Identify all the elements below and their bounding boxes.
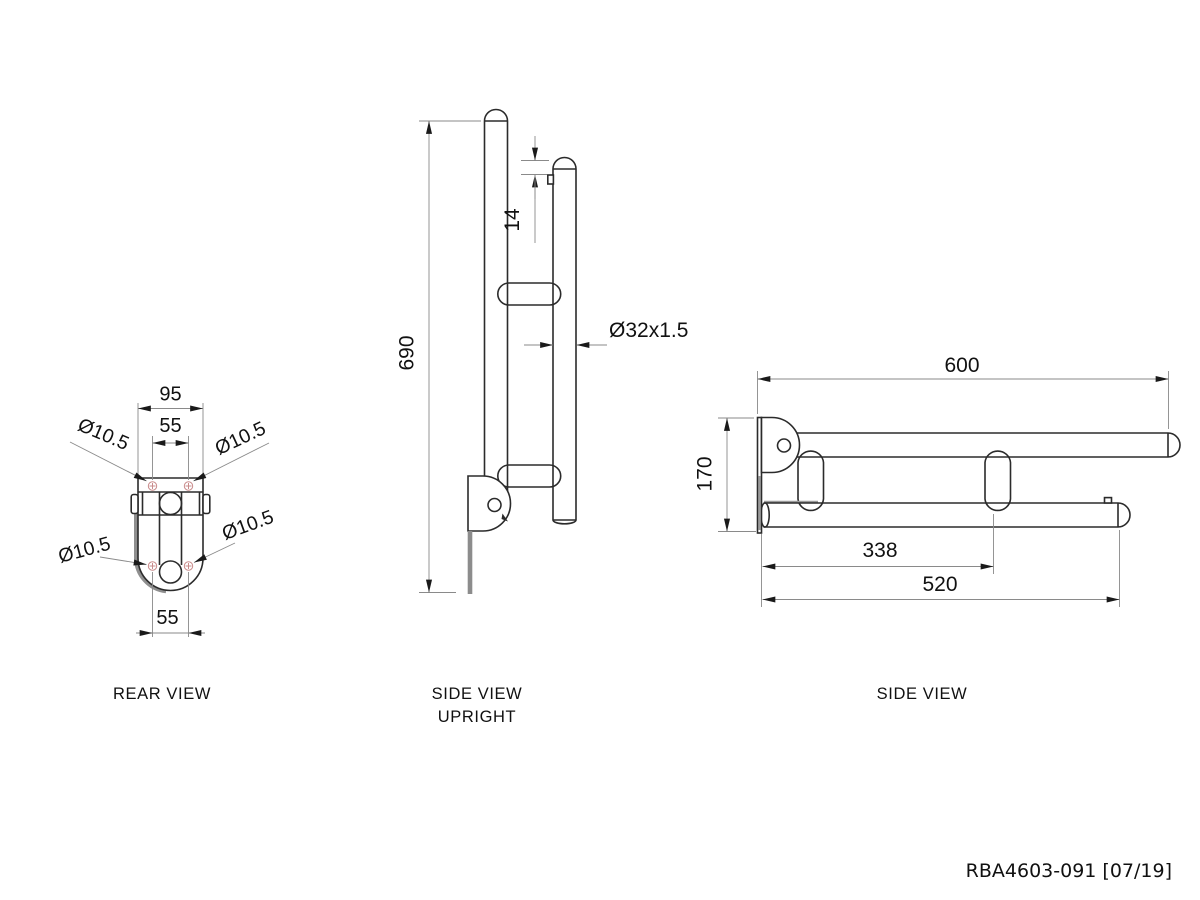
rear-dim-hole-spacing-bottom-value: 55 (156, 607, 178, 629)
rear-dim-hole-tr: Ø10.5 (212, 417, 270, 459)
rear-dimension-hole-spacing-bottom: 55 (136, 572, 205, 637)
upright-connectors (497, 282, 562, 488)
side-view-label: SIDE VIEW (877, 685, 968, 703)
upright-dimension-tube-dia: Ø32x1.5 (524, 319, 688, 349)
side-connectors (797, 450, 1012, 512)
rear-rail-band (130, 491, 211, 565)
upright-dimension-offset: 14 (501, 136, 549, 243)
upright-folded-tube (546, 156, 577, 525)
side-dim-support-value: 338 (862, 539, 897, 562)
rear-hole-dia-leaders: Ø10.5 Ø10.5 Ø10.5 Ø10.5 (56, 414, 277, 568)
rear-dim-hole-bl: Ø10.5 (56, 533, 113, 568)
rear-screw-holes (147, 481, 194, 571)
side-lower-tube (759, 496, 1131, 528)
side-view-upright: 690 14 Ø32x1.5 SIDE VIEW UPRIGHT (396, 108, 688, 726)
upright-dim-tube-value: Ø32x1.5 (609, 319, 688, 342)
side-dimension-lower-length: 520 (762, 530, 1120, 607)
upright-hinge-bracket (467, 475, 512, 532)
rear-dim-hole-br: Ø10.5 (219, 506, 277, 545)
side-upper-tube (782, 432, 1181, 458)
rear-plate-outline (137, 477, 204, 592)
rear-dim-hole-spacing-top-value: 55 (159, 415, 181, 437)
side-hinge-bracket (756, 416, 801, 534)
upright-dim-offset-value: 14 (501, 208, 524, 232)
side-dim-lower-length-value: 520 (922, 573, 957, 596)
side-dim-length-value: 600 (944, 354, 979, 377)
side-dimension-support: 338 (761, 514, 994, 607)
rear-upright-tube-section (158, 491, 183, 516)
rear-view-label: REAR VIEW (113, 685, 211, 703)
rear-dimension-hole-spacing-top: 55 (152, 415, 189, 480)
upright-main-tube (483, 108, 509, 500)
rear-lower-tube-section (158, 560, 183, 584)
upright-view-label-line1: SIDE VIEW (432, 685, 523, 703)
side-dim-height-value: 170 (694, 456, 717, 491)
rear-view: 95 55 55 Ø10.5 Ø10.5 Ø10.5 Ø10.5 REAR VI (56, 384, 277, 704)
rear-dim-width-value: 95 (159, 384, 181, 406)
upright-view-label-line2: UPRIGHT (438, 708, 516, 726)
side-view: 600 170 338 520 SIDE VIEW (694, 354, 1181, 703)
side-dimension-length: 600 (757, 354, 1169, 429)
upright-dimension-height: 690 (396, 120, 481, 593)
rear-dimension-width: 95 (137, 384, 204, 474)
rear-plate-shadow (134, 514, 167, 594)
part-code: RBA4603-091 [07/19] (966, 860, 1172, 882)
upright-dim-height-value: 690 (396, 335, 419, 370)
side-dimension-height: 170 (694, 417, 756, 532)
